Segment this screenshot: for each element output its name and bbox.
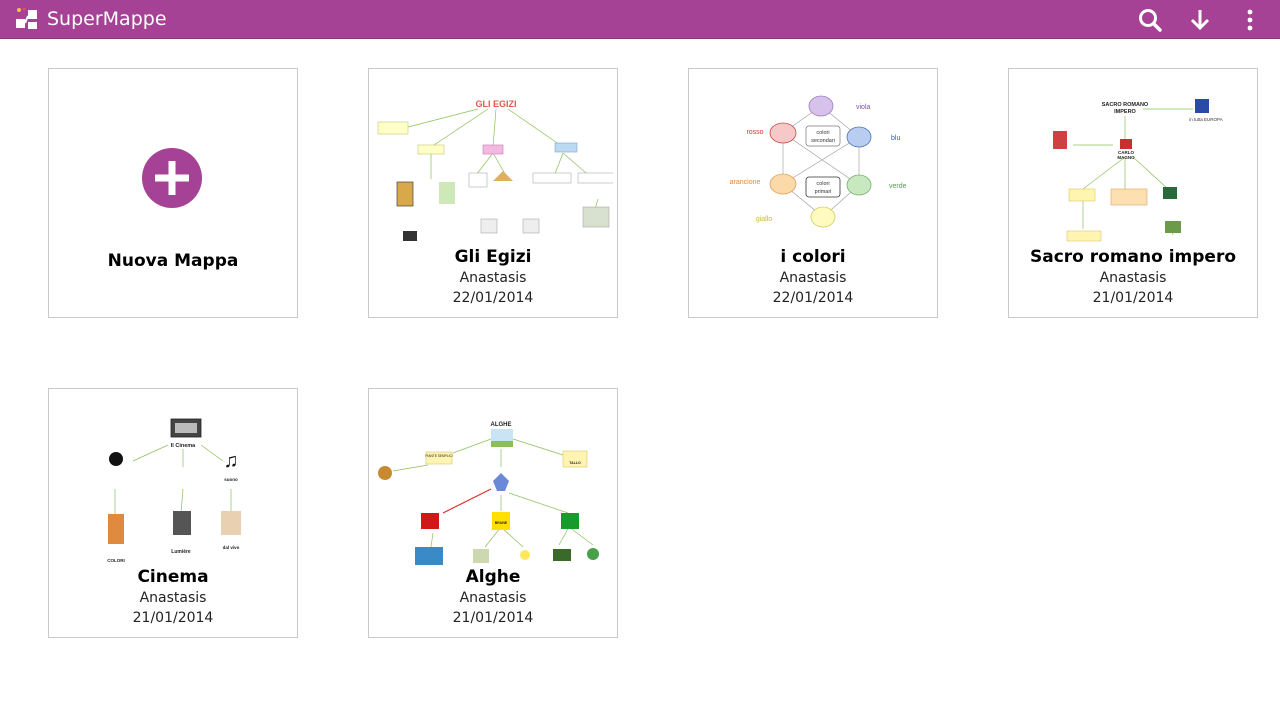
map-author: Anastasis	[1099, 270, 1167, 286]
svg-text:Lumière: Lumière	[171, 549, 191, 555]
map-card-sacro-romano-impero[interactable]: SACRO ROMANO IMPERO in tutta EUROPA CARL…	[1008, 68, 1258, 318]
svg-text:SACRO ROMANO: SACRO ROMANO	[1102, 102, 1149, 108]
map-thumbnail: colori secondari colori primari viola ro…	[693, 89, 933, 249]
map-title: Cinema	[137, 567, 209, 587]
map-thumbnail: Il Cinema ♫ COLORI Lumière dal vivo suon…	[53, 409, 293, 569]
thumb-title: GLI EGIZI	[475, 99, 516, 109]
search-icon[interactable]	[1136, 6, 1164, 34]
map-card-cinema[interactable]: Il Cinema ♫ COLORI Lumière dal vivo suon…	[48, 388, 298, 638]
svg-text:arancione: arancione	[730, 179, 761, 186]
svg-text:TALLO: TALLO	[569, 461, 581, 465]
map-card-colori[interactable]: colori secondari colori primari viola ro…	[688, 68, 938, 318]
map-author: Anastasis	[779, 270, 847, 286]
map-thumbnail: ALGHE PIANTE SEMPLICI TALLO BRUNE	[373, 409, 613, 569]
map-title: Alghe	[465, 567, 521, 587]
map-title: i colori	[780, 247, 846, 267]
map-card-egizi[interactable]: GLI EGIZI Gli Egizi Anastasis	[368, 68, 618, 318]
map-thumbnail: SACRO ROMANO IMPERO in tutta EUROPA CARL…	[1013, 89, 1253, 249]
map-date: 21/01/2014	[452, 610, 534, 626]
svg-text:♫: ♫	[224, 450, 239, 472]
map-card-alghe[interactable]: ALGHE PIANTE SEMPLICI TALLO BRUNE	[368, 388, 618, 638]
app-title: SuperMappe	[47, 8, 167, 30]
svg-text:suono: suono	[224, 477, 238, 482]
svg-text:IMPERO: IMPERO	[1114, 109, 1136, 115]
svg-text:CARLO: CARLO	[1118, 150, 1134, 155]
svg-text:colori: colori	[816, 130, 829, 136]
add-circle-icon[interactable]	[141, 147, 203, 209]
svg-text:rosso: rosso	[746, 129, 763, 136]
svg-text:dal vivo: dal vivo	[223, 545, 240, 550]
svg-text:BRUNE: BRUNE	[495, 521, 508, 525]
map-date: 22/01/2014	[452, 290, 534, 306]
svg-text:primari: primari	[815, 189, 832, 195]
map-date: 22/01/2014	[772, 290, 854, 306]
map-title: Sacro romano impero	[1029, 247, 1237, 267]
svg-text:giallo: giallo	[756, 216, 772, 223]
map-thumbnail: GLI EGIZI	[373, 89, 613, 249]
new-map-label: Nuova Mappa	[107, 251, 239, 271]
new-map-card[interactable]: Nuova Mappa	[48, 68, 298, 318]
map-author: Anastasis	[459, 270, 527, 286]
more-vert-icon[interactable]	[1236, 6, 1264, 34]
app-logo-icon	[14, 6, 40, 32]
map-date: 21/01/2014	[1092, 290, 1174, 306]
svg-text:MAGNO: MAGNO	[1117, 155, 1135, 160]
svg-text:viola: viola	[856, 104, 871, 111]
svg-text:secondari: secondari	[811, 138, 835, 144]
svg-text:PIANTE SEMPLICI: PIANTE SEMPLICI	[425, 454, 452, 458]
map-title: Gli Egizi	[454, 247, 532, 267]
map-author: Anastasis	[139, 590, 207, 606]
svg-text:blu: blu	[891, 135, 900, 142]
svg-text:verde: verde	[889, 183, 907, 190]
map-author: Anastasis	[459, 590, 527, 606]
download-icon[interactable]	[1186, 6, 1214, 34]
app-bar: SuperMappe	[0, 0, 1280, 39]
map-date: 21/01/2014	[132, 610, 214, 626]
svg-text:Il Cinema: Il Cinema	[171, 443, 196, 449]
svg-text:COLORI: COLORI	[107, 558, 125, 563]
svg-text:in tutta EUROPA: in tutta EUROPA	[1189, 117, 1222, 122]
svg-text:ALGHE: ALGHE	[491, 422, 512, 428]
svg-text:colori: colori	[816, 181, 829, 187]
